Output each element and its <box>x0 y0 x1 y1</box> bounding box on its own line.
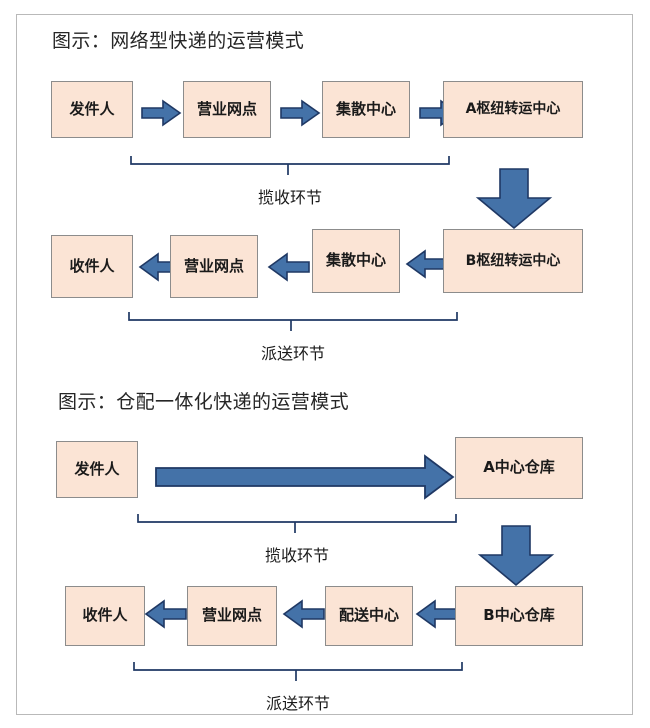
diagram-2-pickup-phase-label: 揽收环节 <box>264 546 329 565</box>
diagram-1-node-hub-b: B枢纽转运中心 <box>443 229 583 293</box>
diagram-2-node-distribution-center: 配送中心 <box>325 586 413 646</box>
diagram-2-delivery-phase-label: 派送环节 <box>265 694 330 713</box>
diagram-1-arrow-left-2 <box>267 252 310 282</box>
diagram-1-delivery-bracket <box>128 311 458 333</box>
diagram-2-arrow-long-right <box>155 454 455 500</box>
diagram-2-title: 图示：仓配一体化快递的运营模式 <box>58 391 350 413</box>
diagram-1-node-branch: 营业网点 <box>183 81 271 138</box>
diagram-1-node-sender: 发件人 <box>51 81 133 138</box>
diagram-2-node-sender: 发件人 <box>56 441 138 498</box>
diagram-1-node-hub-center-2: 集散中心 <box>312 229 400 293</box>
diagram-2-arrow-down <box>477 525 555 587</box>
diagram-2-arrow-left-3 <box>415 599 458 629</box>
diagram-1-arrow-right-2 <box>280 99 321 127</box>
diagram-2-delivery-bracket <box>133 661 463 683</box>
diagram-1-arrow-left-3 <box>405 249 448 279</box>
diagram-2-node-warehouse-a: A中心仓库 <box>455 437 583 499</box>
diagram-2-arrow-left-2 <box>282 599 325 629</box>
diagram-1-arrow-right-1 <box>141 99 182 127</box>
diagram-1-pickup-phase-label: 揽收环节 <box>257 188 322 207</box>
diagram-1-pickup-bracket <box>130 155 450 177</box>
diagram-2-node-receiver: 收件人 <box>65 586 145 646</box>
diagram-1-delivery-phase-label: 派送环节 <box>260 344 325 363</box>
diagram-1-node-hub-center: 集散中心 <box>322 81 410 138</box>
diagram-2-pickup-bracket <box>137 513 457 535</box>
diagram-2-node-warehouse-b: B中心仓库 <box>455 586 583 646</box>
diagram-1-arrow-down <box>475 168 553 230</box>
diagram-1-node-hub-a: A枢纽转运中心 <box>443 81 583 138</box>
diagram-2-node-branch: 营业网点 <box>187 586 277 646</box>
diagram-1-node-receiver: 收件人 <box>51 235 133 298</box>
diagram-2-arrow-left-1 <box>144 599 187 629</box>
diagram-1-node-branch-2: 营业网点 <box>170 235 258 298</box>
diagram-1-title: 图示：网络型快递的运营模式 <box>52 30 305 52</box>
